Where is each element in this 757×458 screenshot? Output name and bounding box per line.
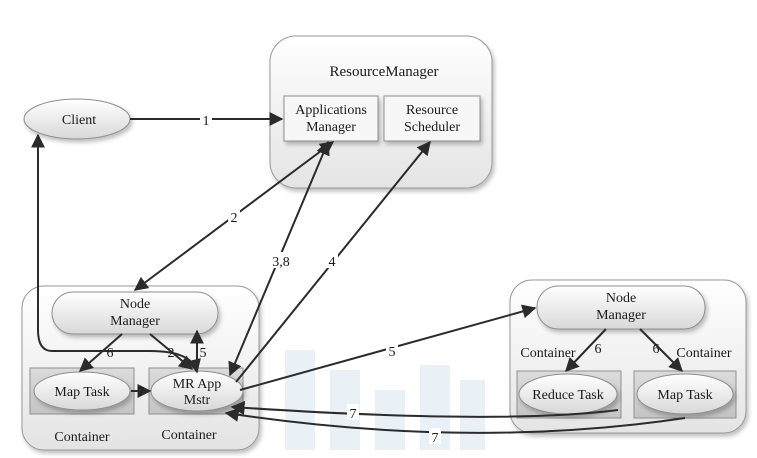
- right-map-task-label: Map Task: [657, 388, 712, 403]
- applications-manager-line1: Applications: [295, 103, 367, 118]
- right-node-manager-line2: Manager: [596, 308, 646, 323]
- right-node-manager: Node Manager: [536, 285, 706, 330]
- edge-label-5-right: 5: [389, 345, 396, 360]
- edge-label-4: 4: [329, 255, 336, 270]
- edge-label-2-left: 2: [168, 346, 175, 361]
- left-node-manager: Node Manager: [51, 291, 219, 335]
- edge-labels: 1 2 3,8 4 5 6 2 5 7 7 7 6 6: [107, 111, 660, 446]
- edge-label-5-left: 5: [200, 346, 207, 361]
- edge-label-7-right-map: 7: [432, 431, 439, 446]
- left-node-manager-line2: Manager: [110, 314, 160, 329]
- left-map-task-container: Map Task: [29, 367, 135, 415]
- left-container-label-2: Container: [161, 428, 217, 443]
- edge-label-3-8: 3,8: [272, 255, 290, 270]
- arrow-nm-to-map: [78, 333, 123, 372]
- edge-label-6-right-map: 6: [653, 342, 660, 357]
- edge-label-6-left: 6: [107, 346, 114, 361]
- mr-app-mstr-container: MR App Mstr: [148, 367, 244, 415]
- watermark-logo: [285, 350, 485, 450]
- right-map-task-container: Map Task: [633, 370, 737, 419]
- edge-label-7-reduce: 7: [350, 407, 357, 422]
- resource-scheduler: Resource Scheduler: [383, 95, 481, 142]
- left-container-label-1: Container: [54, 430, 110, 445]
- applications-manager-line2: Manager: [306, 120, 356, 135]
- right-container-label-1: Container: [520, 346, 576, 361]
- resource-scheduler-line1: Resource: [406, 103, 458, 118]
- client-node: Client: [23, 98, 131, 140]
- left-map-task-label: Map Task: [54, 385, 109, 400]
- arrow-right-nm-to-map: [639, 328, 683, 372]
- edge-label-2-am: 2: [231, 211, 238, 226]
- resource-scheduler-line2: Scheduler: [404, 120, 460, 135]
- resource-manager: ResourceManager Applications Manager Res…: [269, 35, 493, 189]
- arrow-reduce-to-mr: [230, 400, 619, 418]
- arrow-nm-to-mr: [149, 333, 194, 370]
- mr-app-mstr-line2: Mstr: [184, 393, 211, 408]
- applications-manager: Applications Manager: [283, 95, 379, 142]
- mr-app-mstr-line1: MR App: [173, 377, 222, 392]
- reduce-task-container: Reduce Task: [516, 370, 622, 419]
- arrow-right-nm-to-reduce: [565, 328, 607, 373]
- right-container-label-2: Container: [676, 346, 732, 361]
- left-node-group: Node Manager Map Task MR App Mstr Contai…: [21, 285, 260, 451]
- edge-label-1: 1: [203, 114, 210, 129]
- client-label: Client: [62, 113, 96, 128]
- reduce-task-label: Reduce Task: [532, 388, 603, 403]
- edge-label-7-map: 7: [138, 385, 145, 400]
- right-node-manager-line1: Node: [606, 291, 636, 306]
- left-node-manager-line1: Node: [120, 297, 150, 312]
- edge-label-6-reduce: 6: [595, 342, 602, 357]
- arrow-right-map-to-mr: [224, 407, 686, 434]
- resource-manager-title: ResourceManager: [329, 64, 438, 80]
- right-node-group: Node Manager Container Container Reduce …: [509, 279, 747, 434]
